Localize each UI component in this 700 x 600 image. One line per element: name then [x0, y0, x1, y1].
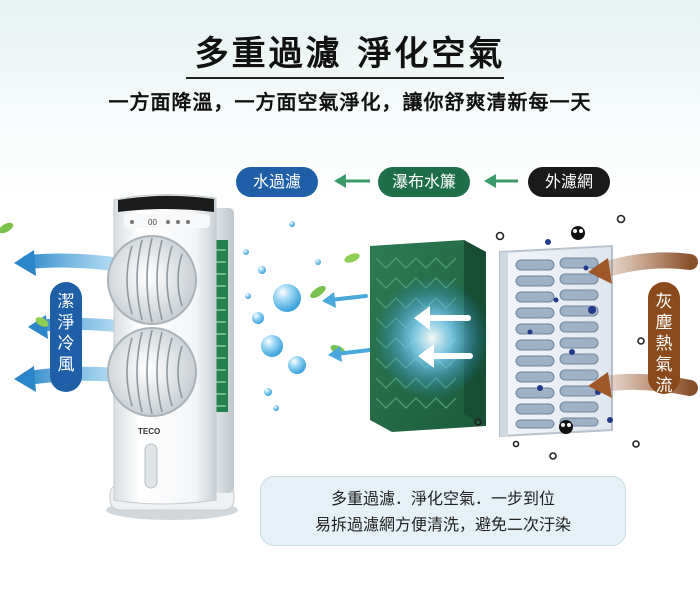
arrow-left-icon — [414, 306, 473, 368]
waterfall-curtain-pad — [370, 240, 490, 432]
svg-text:00: 00 — [148, 218, 157, 227]
arrow-left-icon — [334, 174, 370, 188]
dust-airflow-label: 灰塵熱氣流 — [648, 282, 680, 396]
page-subtitle: 一方面降溫，一方面空氣淨化，讓你舒爽清新每一天 — [108, 90, 592, 114]
dust-mite-icon — [559, 226, 585, 434]
stage-water-filter-label: 水過濾 — [236, 167, 318, 197]
feature-info-box: 多重過濾．淨化空氣．一步到位 易拆過濾網方便清洗，避免二次汙染 — [260, 476, 626, 546]
title-underline — [186, 77, 504, 79]
air-cooler-unit: 00 TECO — [106, 193, 238, 520]
info-line-1: 多重過濾．淨化空氣．一步到位 — [330, 489, 555, 508]
dust-airflow-arrows — [588, 252, 698, 398]
stage-outer-mesh-label: 外濾網 — [528, 167, 610, 197]
clean-cool-air-label: 潔淨冷風 — [50, 282, 82, 392]
stage-waterfall-curtain-label: 瀑布水簾 — [378, 167, 470, 197]
info-line-2: 易拆過濾網方便清洗，避免二次汙染 — [314, 515, 571, 534]
brand-logo: TECO — [138, 427, 160, 436]
airflow-arrows — [322, 292, 372, 362]
page-title: 多重過濾 淨化空氣 — [194, 34, 506, 74]
water-bubbles — [243, 221, 321, 411]
arrow-left-icon — [484, 174, 518, 188]
outer-filter-mesh — [499, 239, 613, 438]
dust-particles — [474, 214, 645, 460]
